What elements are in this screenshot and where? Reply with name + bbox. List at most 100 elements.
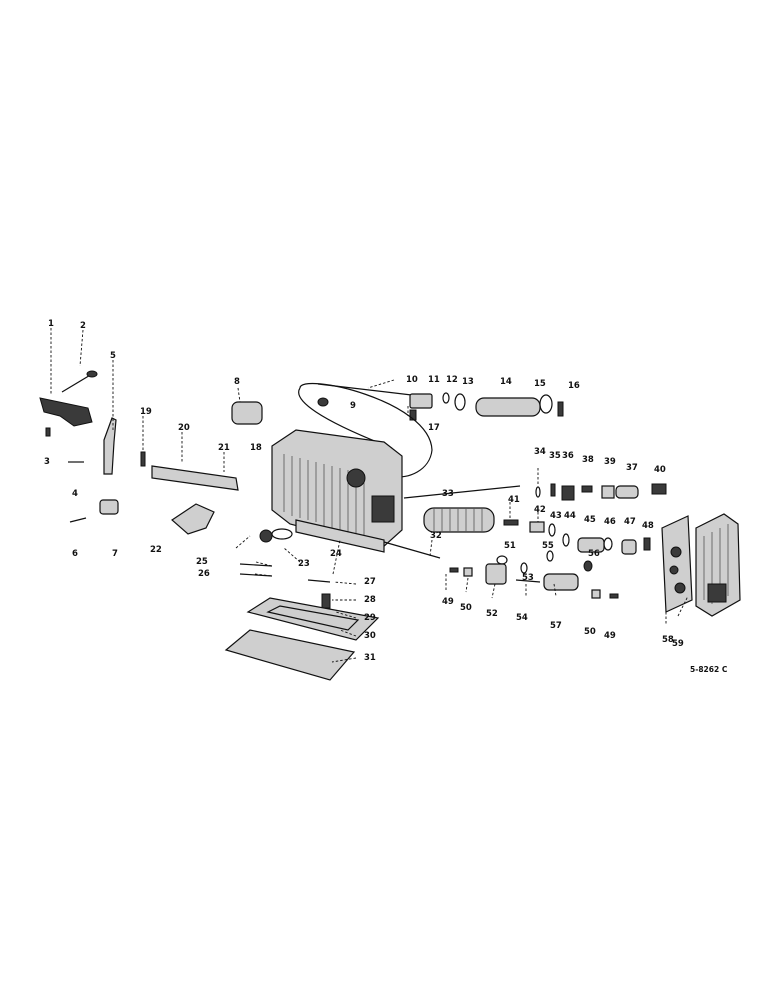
part-26-screw (239, 563, 273, 567)
callout-47: 47 (624, 517, 636, 527)
callout-12: 12 (446, 375, 458, 385)
part-40-spring (651, 483, 667, 495)
part-drawings (39, 370, 741, 681)
leader-lines (50, 328, 689, 663)
part-44-ring (562, 533, 570, 547)
part-16-screw (557, 401, 564, 417)
callout-32: 32 (430, 531, 442, 541)
part-33-filter (423, 507, 495, 533)
callout-14: 14 (500, 377, 512, 387)
part-1-lever (39, 397, 93, 427)
callout-17: 17 (428, 423, 440, 433)
callout-35: 35 (549, 451, 561, 461)
part-57-sleeve (543, 573, 579, 591)
part-17-screw (409, 409, 417, 421)
callout-31: 31 (364, 653, 376, 663)
part-43-ring (548, 523, 556, 537)
part-32-rod (383, 541, 441, 559)
part-14-sleeve (475, 397, 541, 417)
callout-24: 24 (330, 549, 342, 559)
leader-line-33 (403, 485, 521, 499)
part-52-valve (485, 563, 507, 585)
part-11-fitting (409, 393, 433, 409)
callout-27: 27 (364, 577, 376, 587)
part-5-link (103, 417, 117, 475)
callout-54: 54 (516, 613, 528, 623)
callout-26: 26 (198, 569, 210, 579)
callout-34: 34 (534, 447, 546, 457)
callout-22: 22 (150, 545, 162, 555)
callout-40: 40 (654, 465, 666, 475)
callout-19: 19 (140, 407, 152, 417)
callout-30: 30 (364, 631, 376, 641)
callout-39: 39 (604, 457, 616, 467)
callout-15: 15 (534, 379, 546, 389)
part-47-valve (621, 539, 637, 555)
callout-9: 9 (350, 401, 356, 411)
callout-53: 53 (522, 573, 534, 583)
part-6-pin (69, 517, 87, 523)
callout-49: 49 (442, 597, 454, 607)
part-31-cover (224, 629, 356, 681)
callout-48: 48 (642, 521, 654, 531)
part-49b-pin (609, 593, 619, 599)
callout-44: 44 (564, 511, 576, 521)
callout-2: 2 (80, 321, 86, 331)
tube-loop (298, 382, 433, 478)
part-41-pin (503, 519, 519, 526)
part-54-stem (515, 579, 541, 583)
callout-4: 4 (72, 489, 78, 499)
callout-7: 7 (112, 549, 118, 559)
callout-36: 36 (562, 451, 574, 461)
part-55-ring (546, 550, 554, 562)
part-48-pin (643, 537, 651, 551)
callout-59: 59 (672, 639, 684, 649)
part-50b-cap (591, 589, 601, 599)
part-36-valve (561, 485, 575, 501)
callout-18: 18 (250, 443, 262, 453)
callout-33: 33 (442, 489, 454, 499)
part-51-ring (496, 555, 508, 565)
callout-58: 58 (662, 635, 674, 645)
part-23-gasket (271, 528, 293, 540)
part-27-pin (307, 579, 331, 583)
callout-55: 55 (542, 541, 554, 551)
part-53-ring (520, 562, 528, 574)
callout-38: 38 (582, 455, 594, 465)
part-29-spring (321, 593, 331, 609)
callout-43: 43 (550, 511, 562, 521)
callout-6: 6 (72, 549, 78, 559)
part-3-pin (45, 427, 51, 437)
callout-37: 37 (626, 463, 638, 473)
part-2-bolt-head (86, 370, 98, 378)
part-15-washer (539, 394, 553, 414)
callout-25: 25 (196, 557, 208, 567)
part-39-spool (601, 485, 615, 499)
callout-11: 11 (428, 375, 440, 385)
callout-8: 8 (234, 377, 240, 387)
part-13-oring (454, 393, 466, 411)
callout-3: 3 (44, 457, 50, 467)
part-59-housing (695, 513, 741, 617)
part-38-pin (581, 485, 593, 493)
part-35-pin (550, 483, 556, 497)
callout-21: 21 (218, 443, 230, 453)
part-21-shaft (151, 465, 239, 491)
callout-51: 51 (504, 541, 516, 551)
callout-56: 56 (588, 549, 600, 559)
callout-50-repeat: 50 (584, 627, 596, 637)
part-46-ring (603, 537, 613, 551)
callout-10: 10 (406, 375, 418, 385)
callout-46: 46 (604, 517, 616, 527)
callout-16: 16 (568, 381, 580, 391)
part-19-pin (140, 451, 146, 467)
part-12-ring (442, 392, 450, 404)
part-58-plate (661, 515, 693, 613)
callout-5: 5 (110, 351, 116, 361)
part-9-nut (317, 397, 329, 407)
part-8-bushing (231, 401, 263, 425)
callout-1: 1 (48, 319, 54, 329)
